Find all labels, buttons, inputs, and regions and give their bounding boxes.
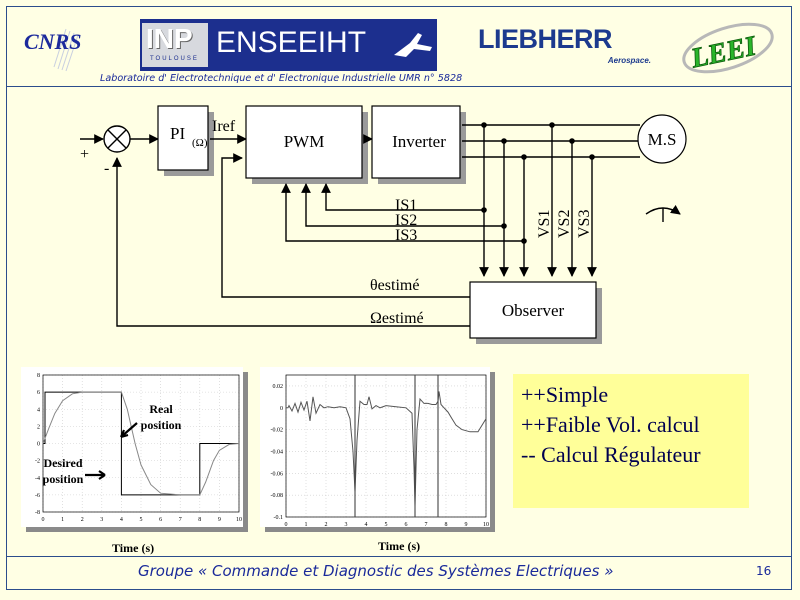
x-tick-label: 7 — [425, 522, 428, 527]
inp-enseeiht-logo: INP TOULOUSE ENSEEIHT — [140, 19, 437, 71]
iref-label: Iref — [212, 118, 236, 135]
header-divider — [6, 86, 792, 87]
real-position-label-line2: position — [141, 418, 182, 432]
x-tick-label: 1 — [305, 522, 308, 527]
page-number: 16 — [756, 564, 772, 578]
liebherr-logo-subtext: Aerospace. — [607, 56, 651, 65]
y-tick-label: 8 — [37, 373, 40, 379]
y-tick-label: -6 — [35, 493, 40, 499]
minus-sign: - — [104, 160, 109, 177]
series-line-2 — [42, 391, 240, 496]
liebherr-logo-text: LIEBHERR — [478, 24, 613, 54]
desired-position-label-line2: position — [43, 472, 84, 486]
inverter-block — [371, 105, 461, 179]
x-tick-label: 9 — [465, 522, 468, 527]
y-tick-label: 0.02 — [273, 384, 284, 390]
error-plot-xlabel: Time (s) — [378, 539, 421, 553]
x-tick-label: 0 — [285, 522, 288, 527]
footer-group-name: Groupe « Commande et Diagnostic des Syst… — [138, 562, 614, 580]
vs3-label: VS3 — [576, 210, 593, 238]
motor-label: M.S — [648, 130, 677, 149]
x-tick-label: 5 — [385, 522, 388, 527]
x-tick-label: 4 — [120, 517, 123, 523]
x-tick-label: 3 — [100, 517, 103, 523]
desired-position-label-line1: Desired — [43, 456, 82, 470]
x-tick-label: 2 — [325, 522, 328, 527]
y-tick-label: 6 — [37, 390, 40, 396]
y-tick-label: 4 — [37, 407, 40, 413]
motor-block — [637, 114, 687, 164]
x-tick-label: 3 — [345, 522, 348, 527]
x-tick-label: 0 — [42, 517, 45, 523]
x-tick-label: 10 — [483, 522, 489, 527]
x-tick-label: 1 — [61, 517, 64, 523]
note-line-3: -- Calcul Régulateur — [521, 442, 701, 467]
x-tick-label: 7 — [179, 517, 182, 523]
real-position-label-line1: Real — [149, 402, 173, 416]
series-line-1 — [43, 391, 239, 496]
pi-label: PI — [170, 124, 185, 143]
x-tick-label: 6 — [159, 517, 162, 523]
y-tick-label: -0.08 — [271, 493, 284, 499]
x-tick-label: 6 — [405, 522, 408, 527]
enseeiht-logo-text: ENSEEIHT — [216, 26, 367, 59]
y-tick-label: 0 — [37, 442, 40, 448]
inp-logo-subtext: TOULOUSE — [150, 56, 199, 62]
leei-logo: LEEI — [676, 16, 780, 78]
x-tick-label: 10 — [236, 517, 242, 523]
omega-estimate-label: Ωestimé — [370, 310, 424, 327]
pi-controller-block — [157, 105, 209, 171]
x-tick-label: 2 — [81, 517, 84, 523]
note-line-1: ++Simple — [521, 382, 609, 407]
is1-label: IS1 — [395, 197, 417, 214]
x-tick-label: 8 — [198, 517, 201, 523]
y-tick-label: -0.04 — [271, 449, 284, 455]
cnrs-logo-text: CNRS — [24, 29, 81, 54]
cnrs-logo: CNRS — [18, 15, 88, 73]
inverter-label: Inverter — [392, 132, 446, 151]
y-tick-label: -4 — [35, 476, 40, 482]
x-tick-label: 5 — [140, 517, 143, 523]
x-tick-label: 8 — [445, 522, 448, 527]
control-block-diagram: + - PI (Ω) Iref PWM Inverter M.S IS1 IS2… — [80, 105, 687, 344]
summary-note: ++Simple ++Faible Vol. calcul -- Calcul … — [513, 374, 749, 508]
x-tick-label: 4 — [365, 522, 368, 527]
slide-frame — [6, 6, 792, 590]
plot-area-border — [285, 374, 487, 518]
pi-sub-label: (Ω) — [192, 137, 208, 149]
observer-block — [469, 281, 597, 339]
note-line-2: ++Faible Vol. calcul — [521, 412, 700, 437]
y-tick-label: -0.1 — [274, 515, 284, 521]
y-tick-label: 0 — [280, 406, 283, 412]
is2-label: IS2 — [395, 212, 417, 229]
pwm-block — [245, 105, 363, 179]
y-tick-label: -0.06 — [271, 471, 284, 477]
desired-position-arrow — [85, 470, 106, 480]
real-position-arrow — [119, 422, 138, 439]
liebherr-logo: LIEBHERR Aerospace. — [474, 22, 659, 70]
y-tick-label: -8 — [35, 510, 40, 516]
lab-name: Laboratoire d' Electrotechnique et d' El… — [100, 73, 463, 84]
airplane-icon — [394, 33, 432, 57]
inp-logo-text: INP — [146, 23, 193, 54]
position-plot-xlabel: Time (s) — [112, 541, 155, 555]
pwm-label: PWM — [284, 132, 325, 151]
error-plot: 0 1 2 3 4 5 6 7 8 9 10 0.02 0 -0.02 -0.04 -0.06 -0.08 -0.… — [260, 367, 490, 528]
y-tick-label: -2 — [35, 459, 40, 465]
footer-divider — [6, 556, 792, 557]
is3-label: IS3 — [395, 227, 417, 244]
vs2-label: VS2 — [556, 210, 573, 238]
plus-sign: + — [80, 146, 89, 163]
theta-estimate-label: θestimé — [370, 277, 419, 294]
y-tick-label: 2 — [37, 424, 40, 430]
x-tick-label: 9 — [218, 517, 221, 523]
vs1-label: VS1 — [536, 210, 553, 238]
observer-label: Observer — [502, 301, 565, 320]
series-line-1 — [286, 391, 487, 507]
y-tick-label: -0.02 — [271, 428, 284, 434]
